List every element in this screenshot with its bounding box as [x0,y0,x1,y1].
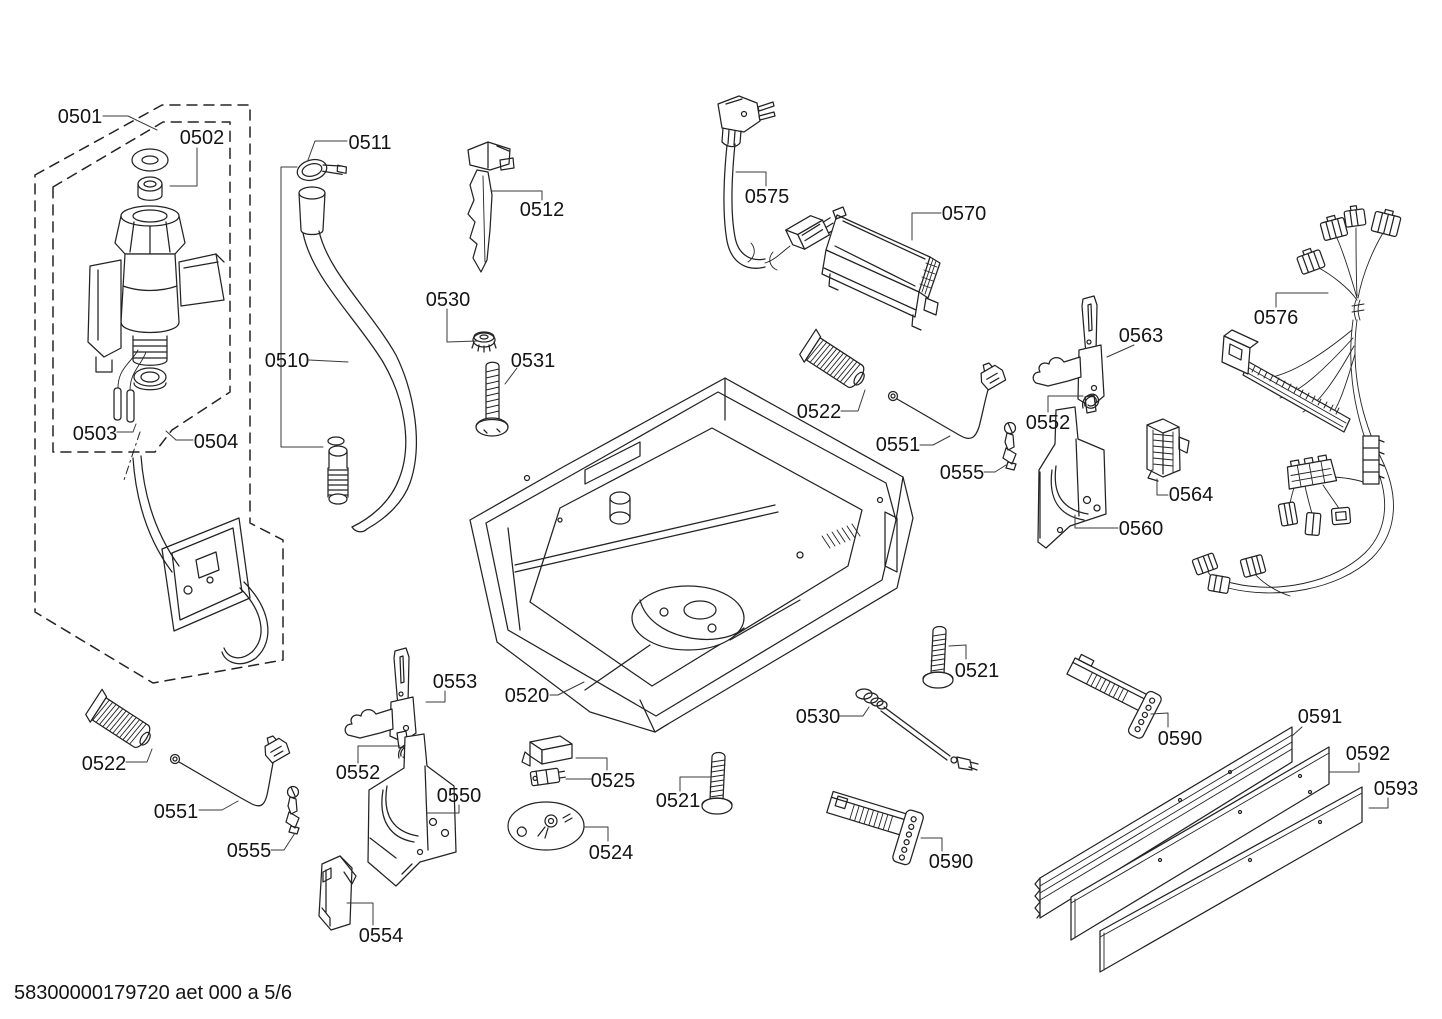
mounting-spike-drawing [467,141,515,273]
screw-drawing-0521-left [701,751,733,815]
base-panel-drawing-0592 [1070,746,1330,941]
part-label-0575: 0575 [745,186,790,208]
vent-rail-drawing-top [1066,653,1162,739]
part-label-0560: 0560 [1119,518,1164,540]
part-label-0501: 0501 [58,106,103,128]
switch-box-drawing [521,735,573,787]
mounting-bracket-drawing-right [1037,406,1107,549]
part-label-0554: 0554 [359,925,404,947]
inlet-hose-drawing [296,158,417,533]
base-assembly-drawing [469,377,914,733]
part-label-0576: 0576 [1254,307,1299,329]
part-label-0511: 0511 [348,132,391,154]
part-label-0552-left: 0552 [336,762,381,784]
part-label-0512: 0512 [520,199,565,221]
part-label-0503: 0503 [73,423,118,445]
pull-rod-drawing [855,688,979,771]
part-label-0510: 0510 [265,350,310,372]
part-label-0530-bottom: 0530 [796,706,841,728]
part-label-0555-right: 0555 [940,462,985,484]
part-label-0550: 0550 [437,785,482,807]
part-label-0525: 0525 [591,770,636,792]
hose-clamp-drawing [296,158,348,182]
door-spring-drawing-left [85,688,151,748]
base-panel-drawing-0593 [1099,786,1363,973]
wiring-harness-drawing [1191,205,1402,597]
cable-latch-drawing-right [1002,421,1017,471]
part-label-0590-bottom: 0590 [929,851,974,873]
part-label-0552-right: 0552 [1026,412,1071,434]
part-label-0522-left: 0522 [82,753,127,775]
part-label-0531: 0531 [511,350,556,372]
terminal-block-drawing [1146,418,1190,482]
leader-lines [102,115,1389,926]
part-label-0590-top: 0590 [1158,728,1203,750]
dashed-assembly-boxes [34,104,284,684]
part-label-0553: 0553 [433,671,478,693]
part-label-0592: 0592 [1346,743,1391,765]
screw-drawing-0531 [475,361,509,437]
part-labels: 0501 0502 0503 0504 0511 0512 0510 0530 … [58,106,1419,947]
door-cable-drawing-left [169,735,291,807]
cable-latch-drawing-left [285,785,300,835]
part-label-0502: 0502 [180,127,225,149]
document-number-footer: 58300000179720 aet 000 a 5/6 [14,982,292,1004]
part-label-0551-right: 0551 [876,434,921,456]
door-cable-drawing-right [887,362,1007,440]
control-module-drawing [821,206,941,331]
clip-drawing-right [1081,393,1100,409]
mounting-bracket-drawing-0554 [318,855,357,931]
sealing-disc-drawing [507,801,585,851]
base-panel-drawing-0591 [1034,726,1293,919]
door-spring-drawing-right [799,328,865,388]
part-label-0551-left: 0551 [154,801,199,823]
part-label-0522-right: 0522 [797,401,842,423]
part-label-0524: 0524 [589,842,634,864]
part-label-0520: 0520 [505,685,550,707]
part-label-0563: 0563 [1119,325,1164,347]
hinge-lever-drawing-right [1032,295,1105,414]
hinge-lever-drawing-left [344,647,417,749]
part-label-0521-left: 0521 [656,790,701,812]
nut-drawing [471,331,497,353]
part-label-0555-left: 0555 [227,840,272,862]
part-label-0570: 0570 [942,203,987,225]
part-label-0593: 0593 [1374,778,1419,800]
part-label-0591: 0591 [1298,706,1343,728]
part-label-0564: 0564 [1169,484,1214,506]
part-label-0521-right: 0521 [955,660,1000,682]
part-label-0504: 0504 [194,431,239,453]
mounting-bracket-drawing-0550 [367,733,457,887]
vent-rail-drawing-bottom [826,790,924,866]
power-cord-drawing [717,95,837,271]
part-label-0530-top: 0530 [426,289,471,311]
screw-drawing-0521-right [922,625,954,689]
water-inlet-valve-assembly-drawing [87,148,269,665]
